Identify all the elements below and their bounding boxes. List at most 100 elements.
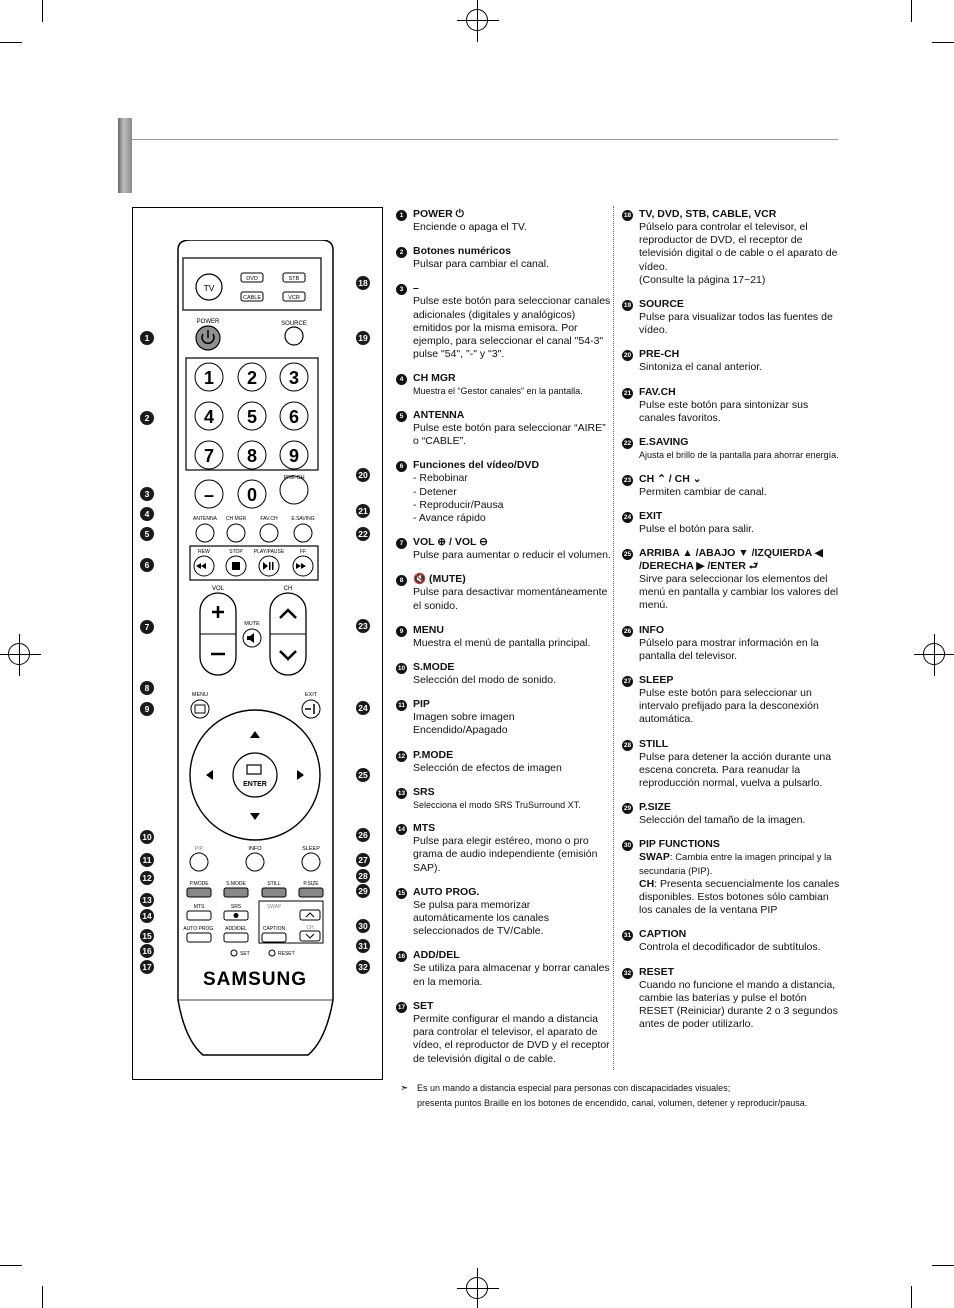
crop-mark bbox=[911, 1286, 912, 1308]
fav-ch-button[interactable] bbox=[259, 523, 279, 543]
info-button[interactable] bbox=[245, 852, 265, 872]
digit-button-5[interactable]: 5 bbox=[247, 407, 257, 427]
e-saving-button[interactable] bbox=[293, 523, 313, 543]
arrow-down-icon[interactable] bbox=[250, 813, 260, 820]
caption-button[interactable] bbox=[261, 932, 287, 943]
vcr-button[interactable]: VCR bbox=[288, 295, 300, 301]
header-bar bbox=[118, 118, 132, 193]
swap-term: SWAP bbox=[639, 851, 670, 864]
p-size-button[interactable] bbox=[298, 887, 324, 898]
item-number-badge: 16 bbox=[396, 951, 407, 963]
item-number-badge: 17 bbox=[396, 1001, 407, 1013]
digit-button-0[interactable]: 0 bbox=[247, 485, 257, 505]
ch-definition: : Presenta secuencialmente los canales d… bbox=[639, 877, 840, 917]
arrow-left-icon[interactable] bbox=[206, 770, 213, 780]
digit-button-1[interactable]: 1 bbox=[204, 368, 214, 388]
callout-6: 6 bbox=[140, 558, 154, 572]
p-mode-label: P.MODE bbox=[189, 881, 209, 887]
swap-label: SWAP bbox=[267, 904, 282, 910]
column-divider bbox=[613, 206, 614, 1070]
digit-button-8[interactable]: 8 bbox=[247, 446, 257, 466]
tv-button[interactable]: TV bbox=[204, 283, 215, 293]
fav-ch-label: FAV.CH bbox=[260, 516, 278, 522]
sleep-label: SLEEP bbox=[302, 846, 320, 852]
digit-button-9[interactable]: 9 bbox=[289, 446, 299, 466]
enter-button[interactable] bbox=[232, 752, 278, 798]
item-number-badge: 14 bbox=[396, 824, 407, 836]
callout-20: 20 bbox=[356, 468, 370, 482]
arrow-up-icon[interactable] bbox=[250, 731, 260, 738]
ch-mgr-button[interactable] bbox=[226, 523, 246, 543]
dvd-button[interactable]: DVD bbox=[246, 276, 258, 282]
reset-button[interactable] bbox=[268, 949, 276, 957]
item-description-swap: SWAP: Cambia entre la imagen principal y… bbox=[639, 851, 844, 877]
digit-button-7[interactable]: 7 bbox=[204, 446, 214, 466]
pip-ch-down-icon bbox=[305, 933, 315, 939]
item-description: Sirve para seleccionar los elementos del… bbox=[639, 572, 839, 612]
callout-31: 31 bbox=[356, 939, 370, 953]
enter-label: ENTER bbox=[243, 781, 267, 788]
item-number-badge: 12 bbox=[396, 750, 407, 762]
remote-control-illustration: TV DVD STB CABLE VCR POWER SOURCE 1 2 3 … bbox=[177, 240, 334, 1056]
digit-button-2[interactable]: 2 bbox=[247, 368, 257, 388]
arrow-right-icon[interactable] bbox=[297, 770, 304, 780]
pip-ch-down-button[interactable] bbox=[299, 930, 321, 942]
description-item-8: 8🔇 (MUTE)Pulse para desactivar momentáne… bbox=[396, 573, 612, 612]
antenna-label: ANTENNA bbox=[193, 516, 218, 522]
item-title: SOURCE bbox=[639, 298, 684, 311]
callout-1: 1 bbox=[140, 331, 154, 345]
p-mode-button[interactable] bbox=[186, 887, 212, 898]
callout-30: 30 bbox=[356, 919, 370, 933]
callout-2: 2 bbox=[140, 411, 154, 425]
antenna-button[interactable] bbox=[195, 523, 215, 543]
fast-forward-icon bbox=[296, 563, 306, 569]
item-title: 🔇 (MUTE) bbox=[413, 573, 466, 586]
item-number-badge: 26 bbox=[622, 625, 633, 637]
digit-button-4[interactable]: 4 bbox=[204, 407, 214, 427]
auto-prog-button[interactable] bbox=[186, 932, 212, 943]
item-number-badge: 5 bbox=[396, 410, 407, 422]
pre-ch-button[interactable] bbox=[279, 475, 309, 505]
registration-mark bbox=[914, 634, 954, 676]
item-title: STILL bbox=[639, 737, 669, 750]
description-item-3: 3–Pulse este botón para seleccionar cana… bbox=[396, 282, 612, 361]
s-mode-button[interactable] bbox=[223, 887, 249, 898]
item-number-badge: 4 bbox=[396, 374, 407, 386]
swap-definition: : Cambia entre la imagen principal y la … bbox=[639, 852, 832, 877]
mts-button[interactable] bbox=[186, 910, 212, 921]
reset-label: RESET bbox=[278, 951, 295, 957]
source-button[interactable] bbox=[284, 326, 304, 346]
pip-ch-label: CH bbox=[306, 925, 314, 931]
channel-down-icon bbox=[279, 650, 297, 661]
item-title: FAV.CH bbox=[639, 385, 676, 398]
callout-13: 13 bbox=[140, 893, 154, 907]
set-button[interactable] bbox=[230, 949, 238, 957]
still-button[interactable] bbox=[261, 887, 287, 898]
pip-ch-up-button[interactable] bbox=[299, 909, 321, 921]
sleep-button[interactable] bbox=[301, 852, 321, 872]
item-number-badge: 8 bbox=[396, 575, 407, 587]
cable-button[interactable]: CABLE bbox=[243, 295, 261, 301]
add-del-button[interactable] bbox=[223, 932, 249, 943]
source-label: SOURCE bbox=[281, 321, 307, 327]
item-title: VOL ⊕ / VOL ⊖ bbox=[413, 536, 488, 549]
menu-button[interactable] bbox=[190, 699, 210, 719]
digit-button-6[interactable]: 6 bbox=[289, 407, 299, 427]
pip-button[interactable] bbox=[189, 852, 209, 872]
ch-mgr-label: CH MGR bbox=[226, 516, 247, 522]
item-number-badge: 30 bbox=[622, 840, 633, 852]
dash-button[interactable]: – bbox=[204, 485, 214, 505]
stb-button[interactable]: STB bbox=[289, 276, 300, 282]
digit-button-3[interactable]: 3 bbox=[289, 368, 299, 388]
registration-mark bbox=[457, 1268, 499, 1308]
